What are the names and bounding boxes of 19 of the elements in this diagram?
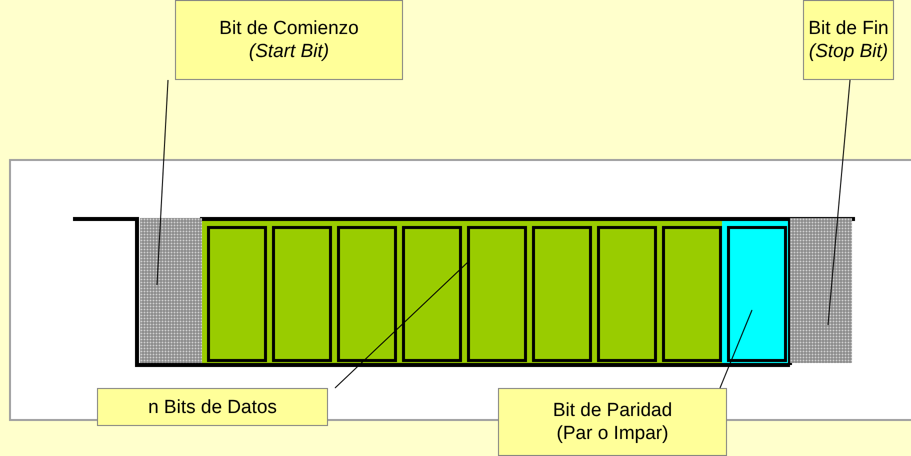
parity-bit-cell [727,226,787,362]
label-text: Bit de Comienzo [219,17,359,40]
label-text: (Start Bit) [248,40,330,63]
label-text: Bit de Paridad [552,399,672,422]
leader-line [334,262,468,388]
label-box [498,388,727,456]
leader-line [828,80,850,326]
label-text: (Stop Bit) [808,40,888,63]
label-text: Bit de Fin [808,17,889,40]
start-bit-block [140,218,202,363]
leader-line [156,80,168,286]
label-text: n Bits de Datos [148,396,277,418]
label-text: (Par o Impar) [556,422,668,445]
label-box [803,0,894,80]
label-box [97,388,328,426]
stop-bit-block [790,218,852,363]
label-box [175,0,403,80]
leader-line [720,310,752,388]
data-bit-cell [467,226,527,362]
